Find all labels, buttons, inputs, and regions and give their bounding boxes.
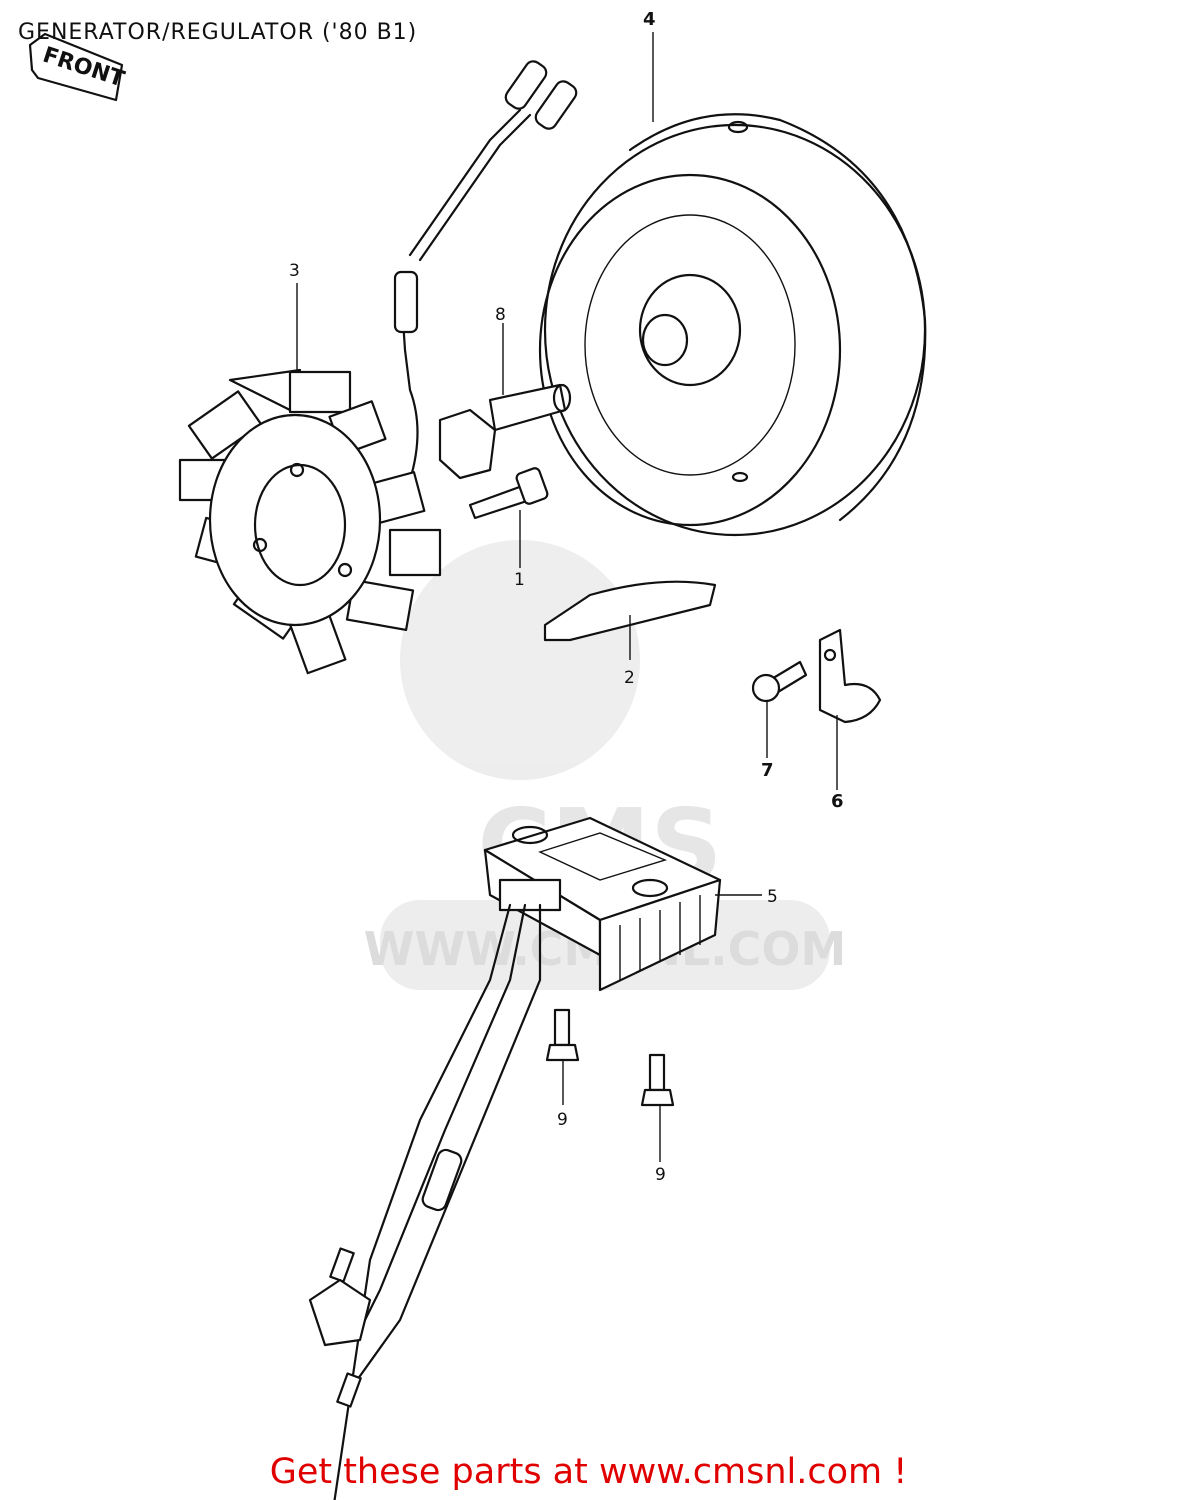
bolt-part-8 (438, 383, 572, 480)
screw-part-1 (468, 467, 549, 520)
rotor-part-4 (538, 113, 927, 537)
callout-9b: 9 (655, 1165, 666, 1185)
screw-part-7 (751, 660, 808, 703)
stator-part-3 (178, 368, 442, 675)
callout-4: 4 (643, 9, 656, 30)
clamp-part-6 (818, 628, 882, 724)
callout-7: 7 (761, 760, 774, 781)
stator-wire-lead (378, 60, 578, 512)
screw-part-9a (545, 1008, 580, 1062)
callout-9a: 9 (557, 1110, 568, 1130)
callout-3: 3 (289, 261, 300, 281)
regulator-wires (308, 903, 542, 1500)
callout-6: 6 (831, 791, 844, 812)
regulator-part-5 (483, 816, 722, 992)
callout-5: 5 (767, 887, 778, 907)
key-part-2 (543, 580, 717, 642)
callout-8: 8 (495, 305, 506, 325)
page-title: GENERATOR/REGULATOR ('80 B1) (18, 20, 418, 45)
callout-leaders (296, 32, 838, 1162)
callout-1: 1 (514, 570, 525, 590)
screw-part-9b (640, 1053, 675, 1107)
callout-2: 2 (624, 668, 635, 688)
footer-link[interactable]: Get these parts at www.cmsnl.com ! (269, 1452, 908, 1492)
